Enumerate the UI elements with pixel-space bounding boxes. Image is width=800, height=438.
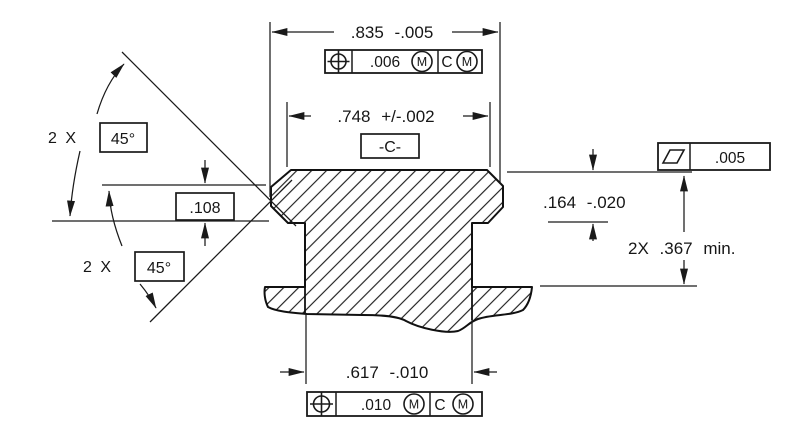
fcf-bottom-frame <box>306 391 483 417</box>
step-dim-text: .108 <box>189 200 220 217</box>
dim-bottom-width-text: .617 -.010 <box>346 363 429 382</box>
part-cross-section <box>263 169 533 333</box>
fcf-top-datum: C <box>441 54 452 71</box>
dimension-texts: .835 -.005 .748 +/-.002 -C- 2 X 45° .108… <box>48 23 735 382</box>
lower-chamfer-qty-text: 2 X <box>83 259 111 276</box>
lower-angle-box <box>134 251 185 282</box>
dimension-lines <box>201 27 688 376</box>
mmc-modifier-icon <box>411 50 433 73</box>
upper-angle-box <box>99 122 148 153</box>
fcf-top-datum-modifier: M <box>462 55 472 69</box>
lower-angle-leader <box>139 283 157 309</box>
upper-angle-arc-bottom <box>67 150 81 217</box>
upper-chamfer-qty-text: 2 X <box>48 130 76 147</box>
fcf-top-tolerance: .006 <box>370 54 400 71</box>
boxed-labels <box>99 122 420 282</box>
position-tolerance-icon <box>327 50 350 73</box>
fcf-bottom: .010 M C M <box>306 391 483 417</box>
fcf-bottom-tolerance: .010 <box>361 397 392 414</box>
dim-min-height-text: 2X .367 min. <box>628 239 735 258</box>
fcf-bottom-tol-modifier: M <box>409 398 419 412</box>
mmc-modifier-icon <box>452 393 474 415</box>
part-silhouette <box>263 169 533 333</box>
dim-flange-height-text: .164 -.020 <box>543 193 626 212</box>
fcf-top: .006 M C M <box>324 49 483 74</box>
flatness-icon <box>661 149 686 164</box>
dim-overall-width-text: .835 -.005 <box>351 23 434 42</box>
fcf-flatness-tolerance: .005 <box>715 150 745 167</box>
lower-angle-arc <box>105 190 123 247</box>
lower-chamfer-projection-line <box>149 179 293 323</box>
datum-c-label: -C- <box>379 139 401 156</box>
fcf-top-tol-modifier: M <box>417 55 427 69</box>
extension-lines <box>52 22 697 384</box>
mmc-modifier-icon <box>456 50 478 73</box>
fcf-top-frame <box>324 49 483 74</box>
datum-c-box <box>360 133 420 159</box>
upper-chamfer-angle-text: 45° <box>111 131 135 148</box>
mmc-modifier-icon <box>403 393 425 415</box>
chamfer-construction <box>67 51 297 323</box>
fcf-flatness-frame <box>657 142 771 171</box>
fcf-bottom-datum: C <box>434 397 445 414</box>
lower-chamfer-angle-text: 45° <box>147 260 171 277</box>
dim-face-width-text: .748 +/-.002 <box>337 107 434 126</box>
position-tolerance-icon <box>310 392 333 416</box>
fcf-flatness: .005 <box>657 142 771 171</box>
upper-chamfer-projection-line <box>121 51 297 227</box>
upper-angle-arc-top <box>96 63 125 115</box>
step-dim-box <box>175 192 235 221</box>
fcf-bottom-datum-modifier: M <box>458 398 468 412</box>
